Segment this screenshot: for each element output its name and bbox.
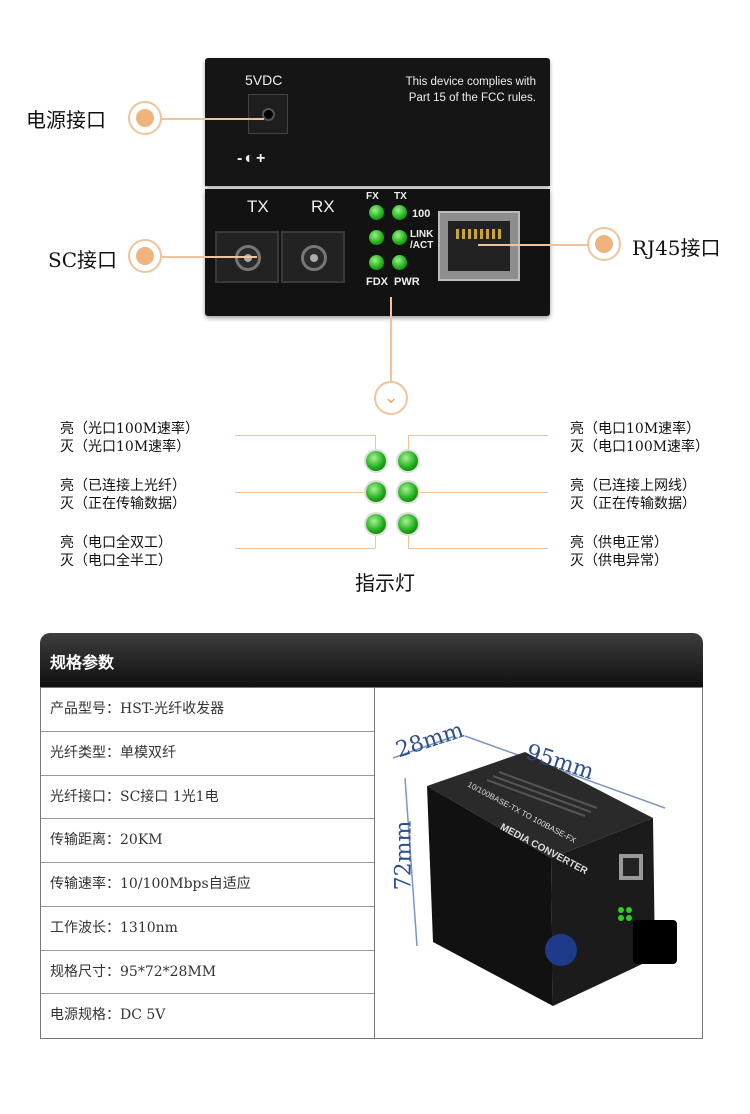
legend-right-1: 亮（电口10M速率） 灭（电口100M速率）	[570, 420, 709, 456]
callout-line-rj45	[478, 244, 588, 246]
legend-led-link-fx	[366, 482, 386, 502]
legend-led-fx	[366, 451, 386, 471]
legend-led-tx	[398, 451, 418, 471]
led-label-act: /ACT	[410, 240, 434, 251]
callout-dot-rj45	[587, 227, 621, 261]
rj45-port	[438, 211, 520, 281]
led-fx	[369, 205, 384, 220]
polarity-symbol: -◐+	[237, 150, 268, 167]
legend-off-text: 灭（电口全半工）	[60, 553, 172, 569]
legend-on-text: 亮（供电正常）	[570, 535, 668, 551]
led-tx	[392, 205, 407, 220]
device-front-view: 5VDC This device complies with Part 15 o…	[205, 58, 550, 316]
spec-row-rate: 传输速率：10/100Mbps自适应	[41, 863, 374, 907]
led-link-fx	[369, 230, 384, 245]
legend-off-text: 灭（正在传输数据）	[60, 496, 186, 512]
legend-right-3: 亮（供电正常） 灭（供电异常）	[570, 534, 668, 570]
legend-off-text: 灭（电口100M速率）	[570, 439, 710, 455]
spec-row-interface: 光纤接口：SC接口 1光1电	[41, 776, 374, 820]
legend-led-link-tx	[398, 482, 418, 502]
legend-line	[408, 534, 409, 548]
spec-row-wavelength: 工作波长：1310nm	[41, 907, 374, 951]
spec-header: 规格参数	[40, 633, 703, 687]
spec-list: 产品型号：HST-光纤收发器 光纤类型：单模双纤 光纤接口：SC接口 1光1电 …	[41, 688, 375, 1038]
legend-line	[235, 492, 365, 493]
callout-dot-power	[128, 101, 162, 135]
spec-header-title: 规格参数	[50, 653, 115, 672]
spec-row-power: 电源规格：DC 5V	[50, 1007, 166, 1024]
legend-on-text: 亮（电口全双工）	[60, 535, 172, 551]
legend-line	[375, 534, 376, 548]
legend-left-3: 亮（电口全双工） 灭（电口全半工）	[60, 534, 172, 570]
callout-power: 电源接口	[26, 108, 106, 132]
spec-row-model: 产品型号：HST-光纤收发器	[41, 688, 374, 732]
legend-line	[235, 548, 375, 549]
led-label-fx: FX	[366, 191, 379, 202]
legend-line	[235, 435, 375, 436]
led-label-tx: TX	[394, 191, 407, 202]
spec-row-size: 规格尺寸：95*72*28MM	[41, 951, 374, 995]
fcc-line-2: Part 15 of the FCC rules.	[408, 92, 536, 104]
legend-line	[408, 435, 409, 451]
led-label-pwr: PWR	[394, 276, 420, 288]
legend-off-text: 灭（供电异常）	[570, 553, 668, 569]
callout-sc: SC接口	[48, 248, 118, 272]
legend-left-2: 亮（已连接上光纤） 灭（正在传输数据）	[60, 477, 186, 513]
led-label-100: 100	[412, 208, 431, 220]
legend-left-1: 亮（光口100M速率） 灭（光口10M速率）	[60, 420, 199, 456]
dc-power-jack	[248, 94, 288, 134]
legend-line	[418, 492, 548, 493]
callout-rj45: RJ45接口	[632, 236, 721, 260]
legend-led-pwr	[398, 514, 418, 534]
led-fdx	[369, 255, 384, 270]
legend-off-text: 灭（光口10M速率）	[60, 439, 191, 455]
led-panel: FX TX 100 LINK /ACT FDX PWR	[360, 189, 440, 316]
power-panel: 5VDC This device complies with Part 15 o…	[205, 58, 550, 186]
indicator-title: 指示灯	[355, 571, 415, 595]
led-label-fdx: FDX	[366, 276, 388, 288]
product-illustration	[392, 735, 677, 1006]
power-label: 5VDC	[245, 72, 283, 88]
fcc-notice: This device complies with Part 15 of the…	[406, 74, 536, 106]
spec-row-distance: 传输距离：20KM	[41, 819, 374, 863]
callout-line-led	[390, 297, 392, 382]
legend-led-fdx	[366, 514, 386, 534]
rx-label: RX	[311, 197, 335, 216]
legend-on-text: 亮（已连接上光纤）	[60, 478, 186, 494]
legend-on-text: 亮（光口100M速率）	[60, 421, 200, 437]
port-panel: TX RX FX TX 100 LINK /ACT FDX PWR	[205, 189, 550, 316]
led-label-link: LINK	[410, 229, 434, 240]
led-pwr	[392, 255, 407, 270]
legend-off-text: 灭（正在传输数据）	[570, 496, 696, 512]
legend-line	[408, 548, 548, 549]
legend-on-text: 亮（已连接上网线）	[570, 478, 696, 494]
fcc-line-1: This device complies with	[405, 76, 536, 88]
legend-line	[375, 435, 376, 451]
sc-port-rx	[281, 231, 345, 283]
legend-on-text: 亮（电口10M速率）	[570, 421, 701, 437]
chevron-down-icon: ⌄	[374, 381, 408, 415]
callout-dot-sc	[128, 239, 162, 273]
product-photo: 28mm 95mm 72mm 10/100BASE-TX TO 100BASE-…	[375, 688, 702, 1038]
spec-row-fiber-type: 光纤类型：单模双纤	[41, 732, 374, 776]
legend-right-2: 亮（已连接上网线） 灭（正在传输数据）	[570, 477, 696, 513]
spec-table: 产品型号：HST-光纤收发器 光纤类型：单模双纤 光纤接口：SC接口 1光1电 …	[40, 687, 703, 1039]
callout-line-power	[162, 118, 264, 120]
led-link-tx	[392, 230, 407, 245]
tx-label: TX	[247, 197, 269, 216]
legend-line	[408, 435, 548, 436]
callout-line-sc	[162, 256, 257, 258]
dimension-height: 72mm	[391, 820, 417, 891]
